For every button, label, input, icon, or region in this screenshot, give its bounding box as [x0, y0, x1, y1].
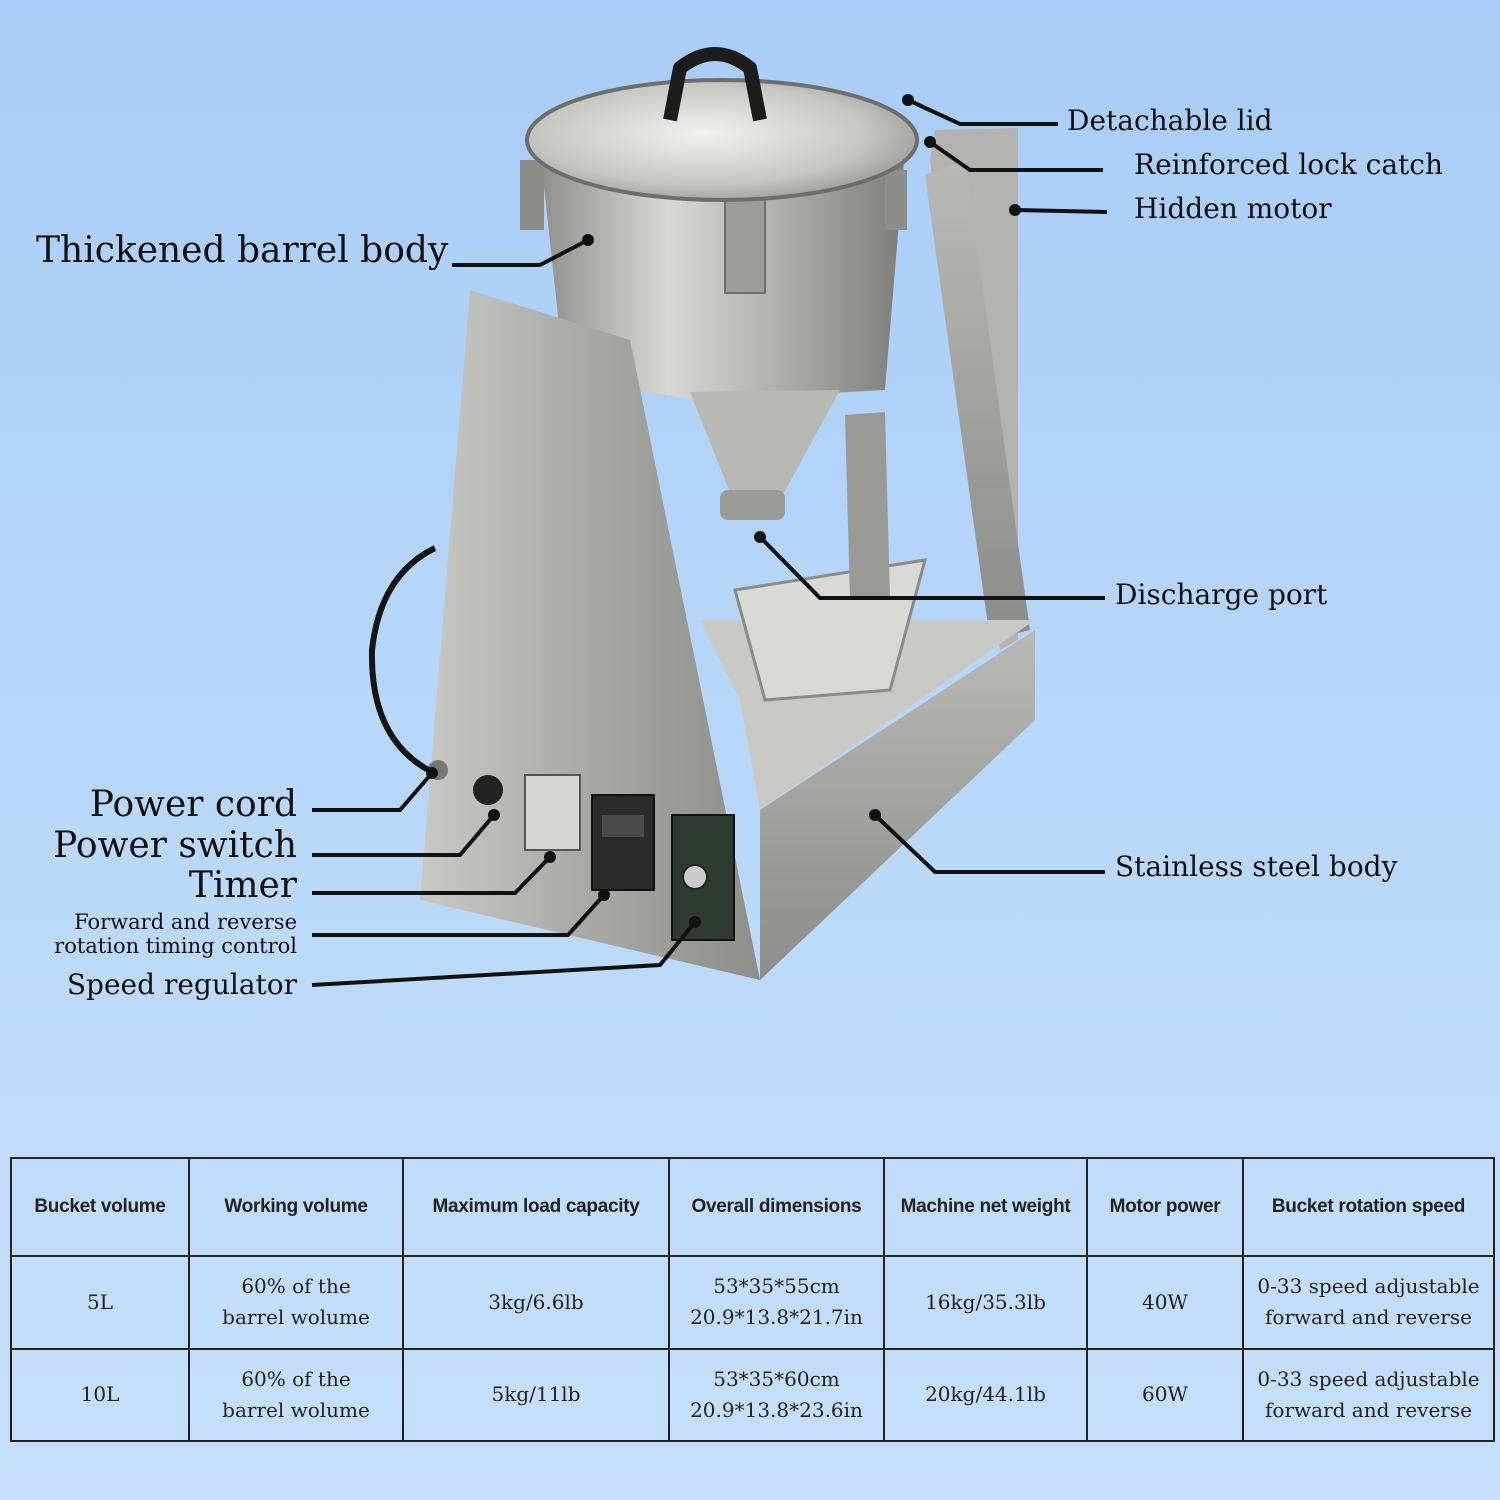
cell-max-load: 3kg/6.6lb: [402, 1255, 670, 1350]
label-stainless-steel-body: Stainless steel body: [1115, 850, 1398, 883]
cell-bucket-volume: 5L: [10, 1255, 190, 1350]
cell-line: 53*35*60cm: [713, 1366, 840, 1391]
power-cord-illustration: [368, 545, 437, 775]
label-thickened-barrel-body: Thickened barrel body: [36, 230, 449, 271]
cell-line: 20.9*13.8*23.6in: [690, 1397, 863, 1422]
hidden-motor-housing: [925, 128, 1030, 650]
cell-motor-power: 40W: [1086, 1255, 1244, 1350]
leader-dots: [426, 94, 1021, 928]
header-motor-power: Motor power: [1086, 1157, 1244, 1257]
cell-dimensions: 53*35*60cm 20.9*13.8*23.6in: [668, 1347, 885, 1442]
cell-motor-power: 60W: [1086, 1347, 1244, 1442]
cell-line: 53*35*55cm: [713, 1274, 840, 1299]
label-speed-regulator: Speed regulator: [66, 968, 297, 1001]
cell-line: forward and reverse: [1265, 1397, 1472, 1422]
cell-dimensions: 53*35*55cm 20.9*13.8*21.7in: [668, 1255, 885, 1350]
specs-table: Bucket volume Working volume Maximum loa…: [10, 1157, 1495, 1442]
power-switch-icon: [473, 775, 503, 805]
cell-working-volume: 60% of the barrel wolume: [188, 1255, 404, 1350]
barrel-body: [520, 150, 907, 520]
cell-bucket-volume: 10L: [10, 1347, 190, 1442]
cell-line: 0-33 speed adjustable: [1257, 1274, 1480, 1299]
cell-line: forward and reverse: [1265, 1305, 1472, 1330]
label-forward-reverse-line2: rotation timing control: [54, 934, 297, 958]
header-maximum-load: Maximum load capacity: [402, 1157, 670, 1257]
label-reinforced-lock-catch: Reinforced lock catch: [1134, 148, 1444, 181]
cell-rotation-speed: 0-33 speed adjustable forward and revers…: [1242, 1255, 1495, 1350]
cell-line: 60% of the: [241, 1366, 351, 1391]
timer-display-icon: [524, 774, 581, 851]
label-power-cord: Power cord: [89, 784, 297, 825]
cell-net-weight: 16kg/35.3lb: [883, 1255, 1088, 1350]
stainless-steel-body: [420, 290, 1035, 980]
label-power-switch: Power switch: [53, 825, 297, 866]
label-timer: Timer: [188, 865, 297, 906]
leader-lines: [311, 98, 1108, 987]
label-detachable-lid: Detachable lid: [1067, 104, 1273, 137]
header-machine-net-weight: Machine net weight: [883, 1157, 1088, 1257]
cell-line: 60% of the: [241, 1274, 351, 1299]
mixer-machine-illustration: [311, 47, 1108, 987]
cell-line: 20.9*13.8*21.7in: [690, 1305, 863, 1330]
cell-line: barrel wolume: [222, 1305, 370, 1330]
detachable-lid: [525, 47, 919, 202]
cell-net-weight: 20kg/44.1lb: [883, 1347, 1088, 1442]
table-header-row: Bucket volume Working volume Maximum loa…: [10, 1157, 1495, 1257]
cell-line: barrel wolume: [222, 1397, 370, 1422]
header-overall-dimensions: Overall dimensions: [668, 1157, 885, 1257]
label-forward-reverse-line1: Forward and reverse: [74, 910, 297, 934]
header-working-volume: Working volume: [188, 1157, 404, 1257]
cell-line: 0-33 speed adjustable: [1257, 1366, 1480, 1391]
cell-working-volume: 60% of the barrel wolume: [188, 1347, 404, 1442]
label-hidden-motor: Hidden motor: [1134, 192, 1332, 225]
header-bucket-volume: Bucket volume: [10, 1157, 190, 1257]
control-panel: [428, 760, 735, 941]
cell-rotation-speed: 0-33 speed adjustable forward and revers…: [1242, 1347, 1495, 1442]
speed-knob-icon: [682, 864, 708, 890]
table-row: 5L 60% of the barrel wolume 3kg/6.6lb 53…: [10, 1255, 1495, 1350]
label-forward-reverse-control: Forward and reverse rotation timing cont…: [54, 910, 297, 958]
cell-max-load: 5kg/11lb: [402, 1347, 670, 1442]
label-discharge-port: Discharge port: [1115, 578, 1328, 611]
header-bucket-rotation-speed: Bucket rotation speed: [1242, 1157, 1495, 1257]
table-row: 10L 60% of the barrel wolume 5kg/11lb 53…: [10, 1347, 1495, 1442]
lid-handle-icon: [663, 47, 767, 122]
